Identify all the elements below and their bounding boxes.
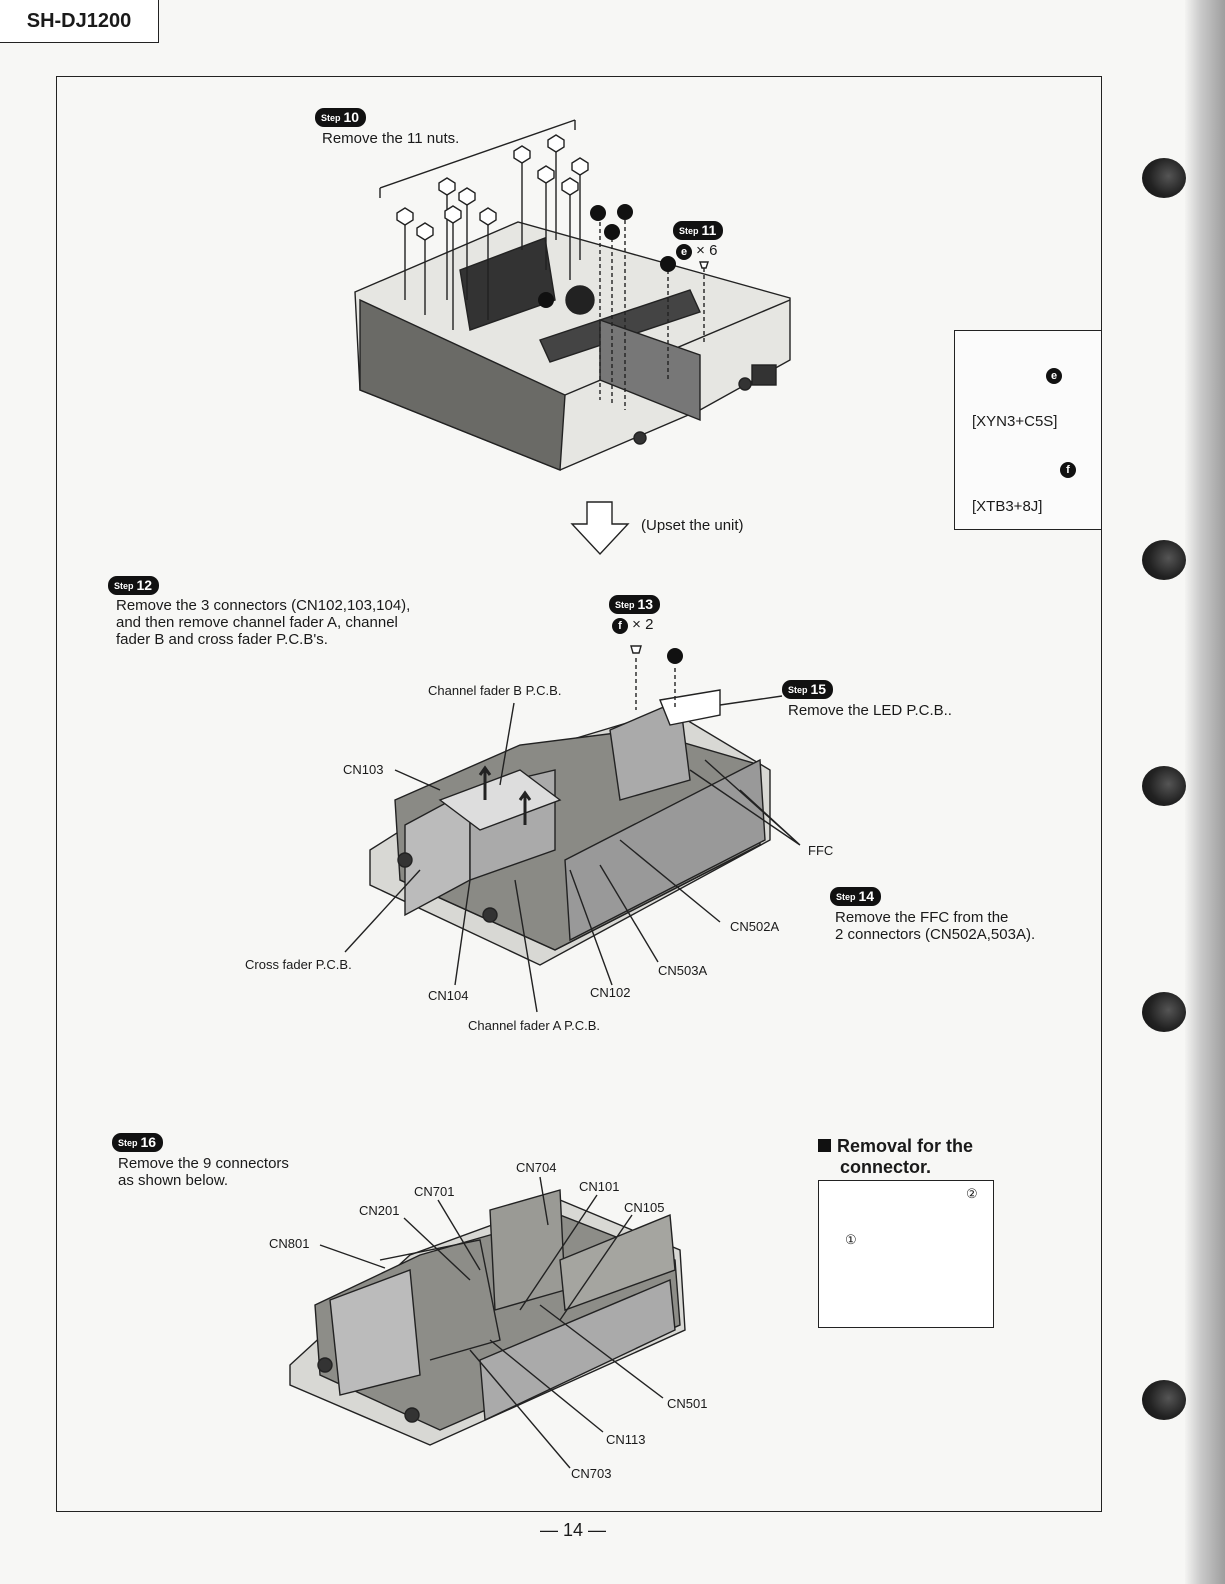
step11-qty: e × 6 bbox=[676, 242, 717, 260]
page-number: — 14 — bbox=[540, 1520, 607, 1540]
label-cn105: CN105 bbox=[624, 1200, 665, 1215]
label-cn103: CN103 bbox=[343, 762, 384, 777]
step13-qty: f × 2 bbox=[612, 616, 653, 634]
punch-hole bbox=[1142, 1380, 1186, 1420]
label-cn701: CN701 bbox=[414, 1184, 455, 1199]
label-cn201: CN201 bbox=[359, 1203, 400, 1218]
label-cn101: CN101 bbox=[579, 1179, 620, 1194]
unit-top-illustration bbox=[354, 119, 791, 472]
step12-text: Remove the 3 connectors (CN102,103,104),… bbox=[116, 597, 411, 648]
label-cn502a: CN502A bbox=[730, 919, 780, 934]
label-cn801: CN801 bbox=[269, 1236, 310, 1251]
screw-e-letter: e bbox=[1046, 366, 1062, 384]
removal-title: Removal for the connector. bbox=[818, 1136, 973, 1178]
punch-hole bbox=[1142, 540, 1186, 580]
screw-e-part: [XYN3+C5S] bbox=[972, 413, 1058, 430]
square-bullet-icon bbox=[818, 1139, 831, 1152]
label-cn703: CN703 bbox=[571, 1466, 612, 1481]
unit-bottom-illustration bbox=[289, 1176, 686, 1469]
unit-middle-illustration bbox=[344, 645, 801, 1013]
label-cn104: CN104 bbox=[428, 988, 469, 1003]
punch-hole bbox=[1142, 766, 1186, 806]
label-cn113: CN113 bbox=[606, 1432, 646, 1447]
label-cn102: CN102 bbox=[590, 985, 631, 1000]
removal-illustration-box bbox=[818, 1180, 994, 1328]
label-cn501: CN501 bbox=[667, 1396, 708, 1411]
label-cross-fader: Cross fader P.C.B. bbox=[245, 957, 352, 972]
screw-e-markers bbox=[538, 204, 676, 308]
model-tag: SH-DJ1200 bbox=[0, 0, 159, 43]
label-channel-fader-a: Channel fader A P.C.B. bbox=[468, 1018, 601, 1033]
screw-legend bbox=[954, 330, 1102, 530]
label-channel-fader-b: Channel fader B P.C.B. bbox=[428, 683, 562, 698]
removal-mark-2: ② bbox=[966, 1186, 978, 1201]
page-binding-edge bbox=[1185, 0, 1225, 1584]
down-arrow bbox=[570, 501, 630, 556]
label-cn503a: CN503A bbox=[658, 963, 708, 978]
label-ffc: FFC bbox=[808, 843, 834, 858]
screw-f-letter: f bbox=[1060, 460, 1076, 478]
upset-note: (Upset the unit) bbox=[641, 517, 744, 534]
step15-text: Remove the LED P.C.B.. bbox=[788, 702, 952, 719]
punch-hole bbox=[1142, 992, 1186, 1032]
label-cn704: CN704 bbox=[516, 1160, 557, 1175]
screw-f-part: [XTB3+8J] bbox=[972, 498, 1043, 515]
step10-text: Remove the 11 nuts. bbox=[322, 130, 460, 147]
content-frame bbox=[56, 76, 1102, 1512]
screw-f-marker bbox=[667, 648, 683, 664]
removal-mark-1: ① bbox=[845, 1232, 857, 1247]
punch-hole bbox=[1142, 158, 1186, 198]
